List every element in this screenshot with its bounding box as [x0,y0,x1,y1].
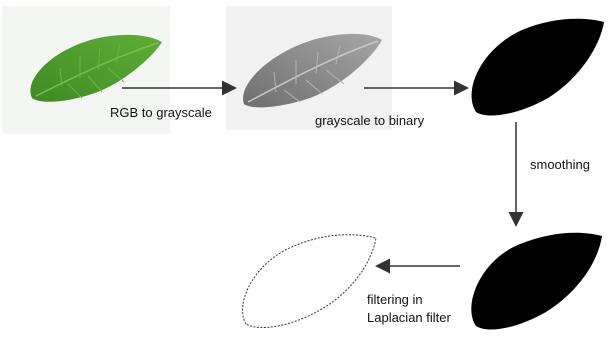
label-rgb-to-grayscale: RGB to grayscale [110,105,212,121]
label-filtering-line2: Laplacian filter [367,310,451,326]
label-grayscale-to-binary: grayscale to binary [315,113,424,129]
label-smoothing: smoothing [530,157,590,173]
label-filtering-line1: filtering in [367,292,423,308]
